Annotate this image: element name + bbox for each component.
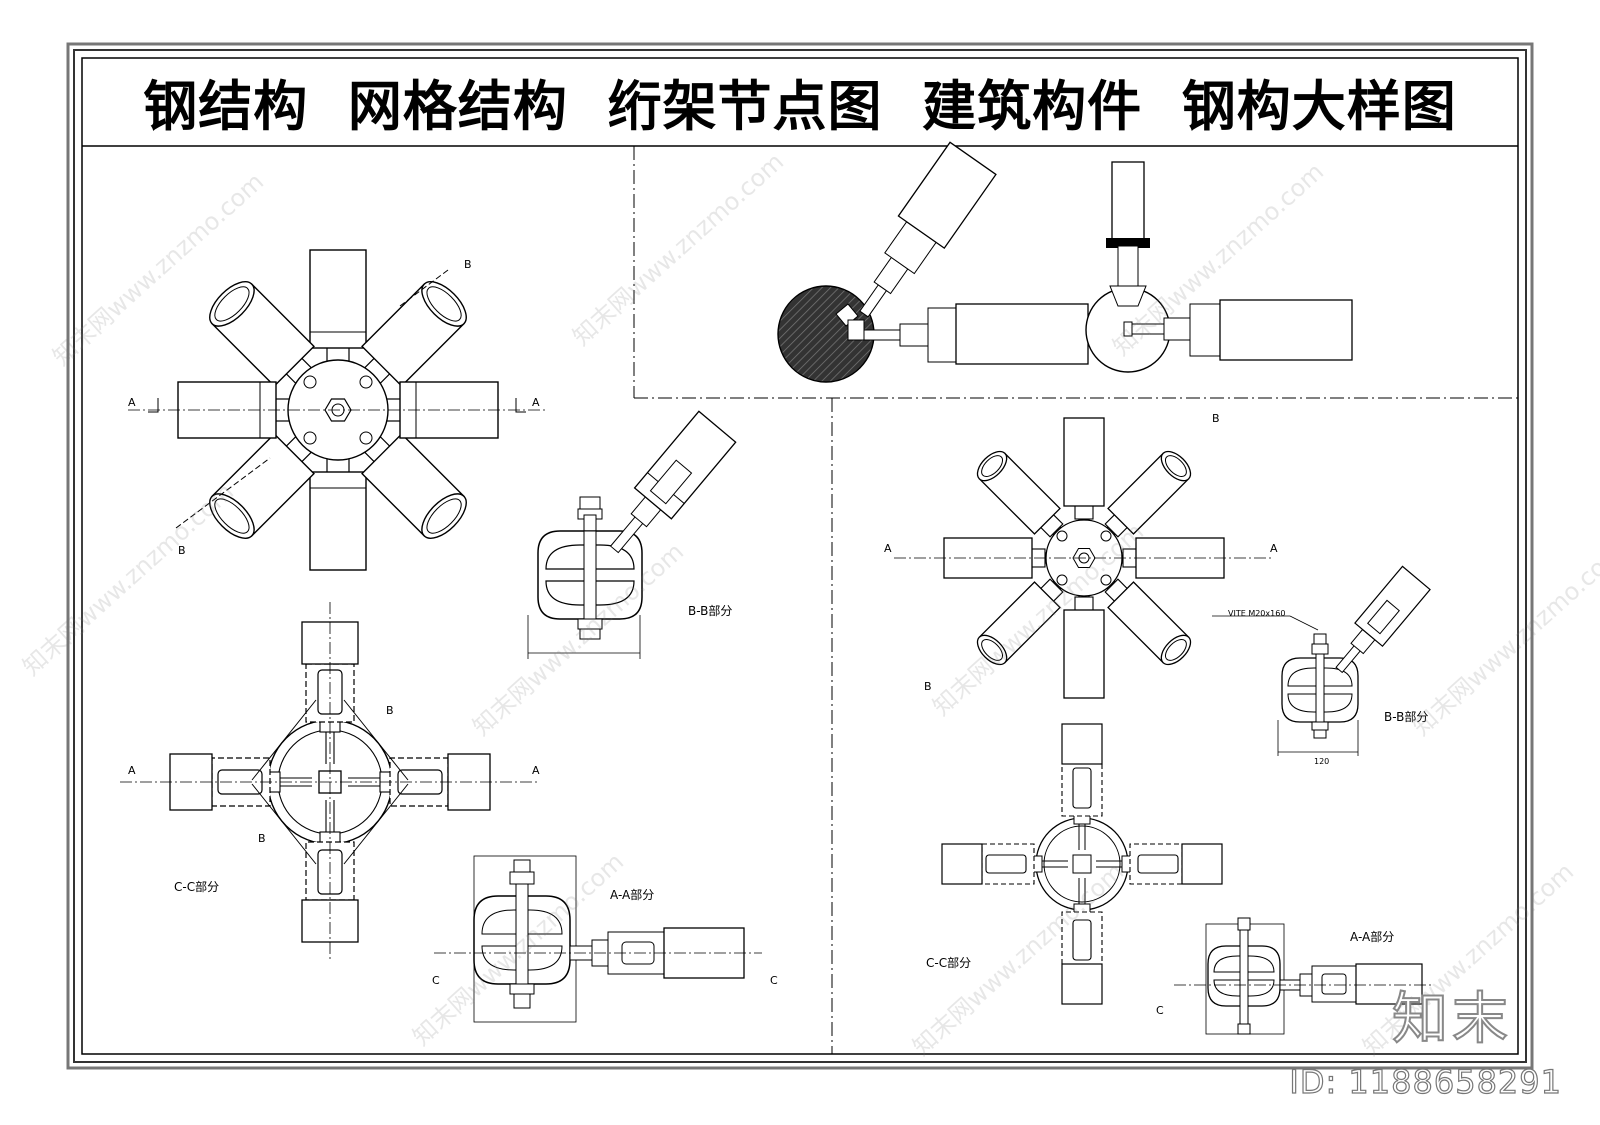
marker-a: A [1270, 542, 1278, 555]
left-four-way-node [120, 602, 540, 962]
marker-b: B [924, 680, 932, 693]
sheet-title: 钢结构 网格结构 绗架节点图 建筑构件 钢构大样图 [143, 75, 1457, 138]
partition-lines [633, 146, 1518, 1054]
left-cc-label: C-C部分 [174, 880, 220, 894]
marker-a: A [128, 764, 136, 777]
right-four-way-node [941, 723, 1223, 1005]
ball-joint-open [1085, 161, 1353, 373]
marker-a: A [128, 396, 136, 409]
right-bb-section [1212, 565, 1431, 756]
left-bb-section [527, 410, 737, 659]
left-aa-label: A-A部分 [610, 888, 655, 902]
marker-c: C [1156, 1004, 1164, 1017]
right-eight-way-node [894, 417, 1274, 699]
ball-joint-hatched [777, 141, 1089, 383]
bolt-note: VITE M20x160 [1228, 609, 1286, 618]
marker-b: B [1212, 412, 1220, 425]
dimension-120: 120 [1314, 757, 1330, 766]
right-aa-section [1174, 917, 1434, 1035]
right-aa-label: A-A部分 [1350, 930, 1395, 944]
marker-c: C [770, 974, 778, 987]
marker-a: A [884, 542, 892, 555]
right-bb-label: B-B部分 [1384, 710, 1429, 724]
right-cc-label: C-C部分 [926, 956, 972, 970]
marker-c: C [432, 974, 440, 987]
marker-b: B [258, 832, 266, 845]
left-six-way-node [128, 249, 548, 571]
left-bb-label: B-B部分 [688, 604, 733, 618]
marker-a: A [532, 396, 540, 409]
left-aa-section [434, 855, 762, 1023]
marker-b: B [464, 258, 472, 271]
watermark-id: ID: 1188658291 [1289, 1062, 1562, 1101]
watermark-logo: 知末 [1391, 986, 1512, 1053]
marker-b: B [386, 704, 394, 717]
marker-a: A [532, 764, 540, 777]
marker-b: B [178, 544, 186, 557]
